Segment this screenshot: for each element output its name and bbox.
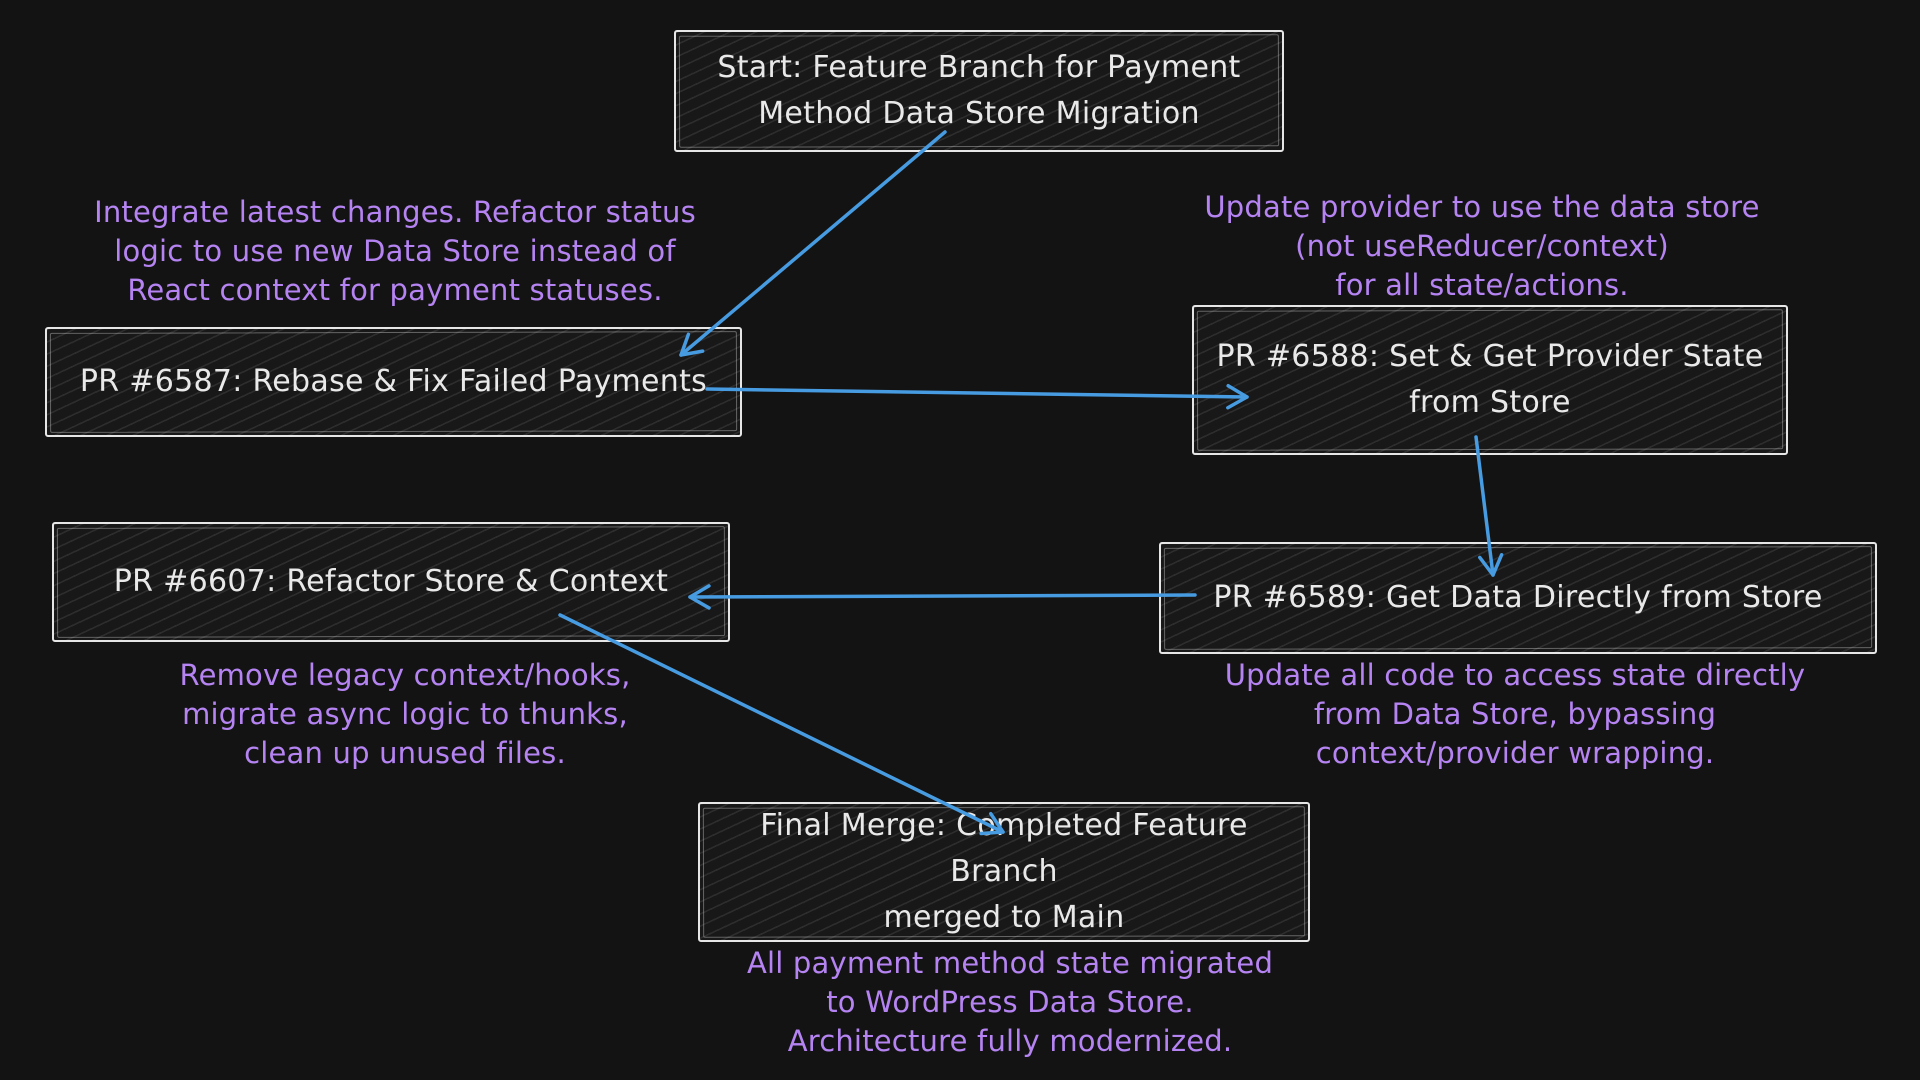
annotation-line: to WordPress Data Store. [826,985,1194,1019]
node-label-line: from Store [1409,385,1571,420]
node-pr6589-label: PR #6589: Get Data Directly from Store [1199,575,1836,621]
annotation-pr6589[interactable]: Update all code to access state directly… [1200,656,1830,773]
node-start[interactable]: Start: Feature Branch for Payment Method… [674,30,1284,152]
annotation-line: context/provider wrapping. [1315,736,1715,770]
annotation-line: logic to use new Data Store instead of [114,234,676,268]
node-label-line: PR #6607: Refactor Store & Context [113,564,669,599]
node-label-line: PR #6588: Set & Get Provider State [1216,339,1764,374]
annotation-line: (not useReducer/context) [1295,229,1669,263]
node-pr6607[interactable]: PR #6607: Refactor Store & Context [52,522,730,642]
annotation-pr6607[interactable]: Remove legacy context/hooks, migrate asy… [140,656,670,773]
annotation-final-merge[interactable]: All payment method state migrated to Wor… [740,944,1280,1061]
annotation-line: clean up unused files. [244,736,566,770]
node-label-line: Method Data Store Migration [758,96,1200,131]
edge-pr6588-to-pr6589[interactable] [1474,435,1504,577]
node-pr6607-label: PR #6607: Refactor Store & Context [100,559,682,605]
node-pr6587-label: PR #6587: Rebase & Fix Failed Payments [66,359,721,405]
annotation-line: from Data Store, bypassing [1313,697,1717,731]
edge-start-to-pr6587[interactable] [679,130,947,357]
annotation-line: All payment method state migrated [746,946,1274,980]
annotation-line: Architecture fully modernized. [787,1024,1233,1058]
annotation-line: Integrate latest changes. Refactor statu… [94,195,696,229]
node-pr6589[interactable]: PR #6589: Get Data Directly from Store [1159,542,1877,654]
edge-pr6589-to-pr6607[interactable] [688,584,1197,610]
annotation-line: React context for payment statuses. [127,273,663,307]
node-pr6588[interactable]: PR #6588: Set & Get Provider State from … [1192,305,1788,455]
annotation-line: migrate async logic to thunks, [182,697,628,731]
node-start-label: Start: Feature Branch for Payment Method… [703,45,1254,137]
annotation-pr6588[interactable]: Update provider to use the data store (n… [1172,188,1792,305]
edge-pr6587-to-pr6588[interactable] [705,383,1249,410]
node-pr6588-label: PR #6588: Set & Get Provider State from … [1203,334,1778,426]
edge-pr6607-to-final[interactable] [558,613,1005,836]
node-label-line: PR #6587: Rebase & Fix Failed Payments [79,364,708,399]
node-pr6587[interactable]: PR #6587: Rebase & Fix Failed Payments [45,327,742,437]
annotation-line: Update all code to access state directly [1224,658,1806,692]
node-label-line: Start: Feature Branch for Payment [717,50,1241,85]
node-label-line: PR #6589: Get Data Directly from Store [1213,580,1823,615]
annotation-line: Remove legacy context/hooks, [179,658,631,692]
annotation-pr6587[interactable]: Integrate latest changes. Refactor statu… [70,193,720,310]
annotation-line: for all state/actions. [1335,268,1629,302]
node-label-line: merged to Main [883,900,1125,935]
annotation-line: Update provider to use the data store [1204,190,1760,224]
